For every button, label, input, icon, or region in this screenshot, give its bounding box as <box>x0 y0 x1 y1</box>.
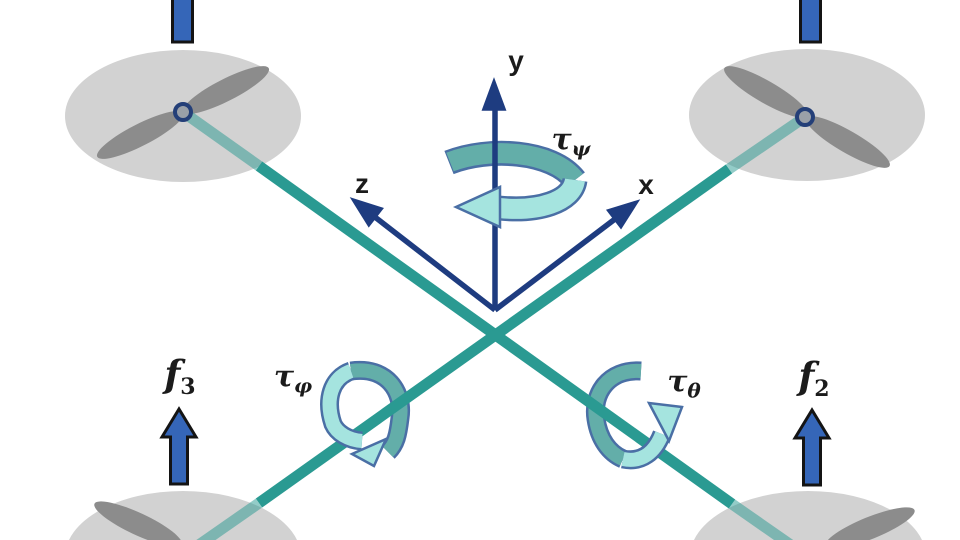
propeller-blade <box>825 507 915 540</box>
force-arrow-shaft-top-left <box>171 0 194 44</box>
arm-over-disc-bottom-left <box>196 498 263 540</box>
f2-subscript: 2 <box>814 375 830 402</box>
tau-symbol: τ <box>273 359 295 395</box>
propeller-blade <box>724 66 808 118</box>
propeller-blade <box>182 66 270 114</box>
force-arrow-f3 <box>159 406 199 486</box>
arm-over-disc-top-right <box>725 112 809 174</box>
propeller-blades <box>94 66 915 540</box>
thrust-force-arrows <box>159 0 832 487</box>
tau-symbol: τ <box>551 122 572 158</box>
f-symbol: f <box>798 354 815 399</box>
z-axis-arrowhead <box>349 197 384 228</box>
pitch-torque-ribbon-back <box>588 363 642 466</box>
f-symbol: f <box>164 352 181 397</box>
x-axis-line <box>493 213 621 313</box>
yaw-torque-ribbon-back <box>446 143 583 187</box>
z-axis-label: z <box>355 168 369 199</box>
roll-torque-ribbon-front <box>322 364 363 448</box>
psi-subscript: ψ <box>571 136 591 161</box>
force-f2-label: f2 <box>798 358 829 400</box>
phi-subscript: φ <box>294 373 313 398</box>
yaw-torque-arrow <box>452 176 588 229</box>
motor-hub-top-left <box>173 102 193 122</box>
motor-hubs <box>173 102 815 127</box>
pitch-torque-ribbon-front <box>621 431 669 467</box>
force-arrow-f2 <box>792 407 832 487</box>
roll-torque-label: τφ <box>273 359 313 398</box>
pitch-torque-arrow <box>621 401 684 470</box>
yaw-torque-ribbon-front <box>497 177 585 219</box>
propeller-blade <box>806 116 890 168</box>
force-f3-label: f3 <box>164 356 195 398</box>
torque-ribbon-backs <box>349 360 642 468</box>
tau-symbol: τ <box>667 364 688 400</box>
pitch-torque-arrowhead <box>646 401 684 445</box>
z-axis-line <box>369 211 497 313</box>
roll-torque-arrow <box>320 362 389 468</box>
frame-arms <box>179 107 809 540</box>
yaw-torque-arrowhead <box>452 185 502 229</box>
theta-subscript: θ <box>687 378 701 403</box>
arm-over-disc-bottom-right <box>728 499 794 540</box>
x-axis-label: x <box>638 169 654 200</box>
propeller-blade <box>96 111 184 159</box>
arm-topright-bottomleft <box>255 164 733 508</box>
roll-torque-arrowhead <box>349 436 389 468</box>
roll-torque-ribbon-back <box>350 363 408 457</box>
yaw-torque-label: τψ <box>551 122 591 161</box>
motor-hub-top-right <box>795 107 815 127</box>
f3-subscript: 3 <box>180 373 196 400</box>
y-axis-label: y <box>508 45 524 76</box>
x-axis-arrowhead <box>605 199 641 230</box>
propeller-blade <box>94 501 182 540</box>
force-arrow-shaft-top-right <box>799 0 822 44</box>
pitch-torque-label: τθ <box>667 364 701 403</box>
arm-over-disc-top-left <box>179 107 263 171</box>
y-axis-arrowhead <box>481 77 507 111</box>
